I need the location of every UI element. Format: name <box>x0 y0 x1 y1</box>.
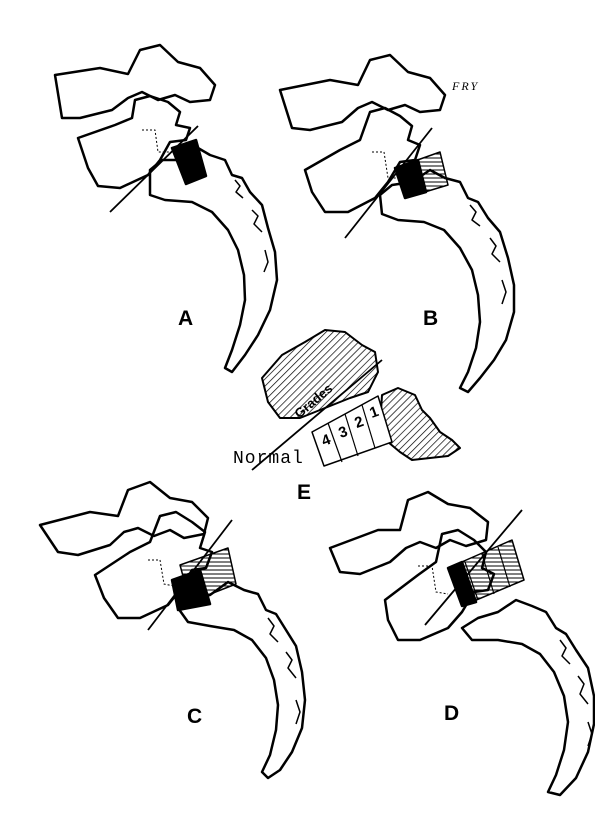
panel-d-sacrum <box>460 598 595 797</box>
panel-a-upper-vertebra <box>53 43 217 120</box>
panel-e-drawing <box>251 329 461 471</box>
panel-b-dotted-outline <box>372 151 400 179</box>
panel-b-sacrum <box>378 168 516 394</box>
panel-b-sacrum-texture <box>469 204 507 305</box>
panel-e-lower-hatched-bone <box>379 387 461 461</box>
panel-e-upper-hatched-bone <box>261 329 379 419</box>
panel-c-lumbar-vertebra <box>93 510 214 620</box>
panel-b-slip-block <box>393 158 428 200</box>
panel-d-slip-block <box>446 560 478 608</box>
panel-d-label: D <box>444 702 460 725</box>
panel-a-drawing <box>53 43 279 374</box>
panel-a-sacrum-texture <box>234 179 269 273</box>
panel-e-grade-grid <box>311 395 393 467</box>
panel-c-sacrum-texture <box>267 617 301 725</box>
panel-b-lumbar-vertebra <box>303 106 422 214</box>
panel-a-reference-line <box>109 125 199 213</box>
panel-a-dotted-outline <box>142 129 172 153</box>
panel-a-lumbar-vertebra <box>76 94 192 190</box>
panel-c-sacrum <box>176 580 307 780</box>
panel-d-sacrum-texture <box>559 639 593 747</box>
panel-c-dotted-outline <box>148 559 175 587</box>
panel-a-label: A <box>178 307 194 330</box>
panel-d-dotted-outline <box>418 565 449 595</box>
panel-a-sacrum <box>148 146 279 374</box>
panel-e-normal-line <box>251 359 383 471</box>
panel-a-slip-block <box>170 138 208 186</box>
panel-e-label: E <box>297 481 312 504</box>
normal-label: Normal <box>233 449 304 469</box>
panel-c-upper-vertebra <box>38 480 210 557</box>
panel-b-reference-line <box>344 127 433 239</box>
panel-c-label: C <box>187 705 203 728</box>
panel-b-upper-vertebra <box>278 53 447 132</box>
panel-d-drawing <box>328 490 595 797</box>
panel-b-label: B <box>423 307 439 330</box>
panel-c-drawing <box>38 480 307 780</box>
artist-signature: FRY <box>451 79 479 93</box>
panel-c-slip-block <box>170 568 212 612</box>
panel-b-drawing <box>278 53 516 394</box>
